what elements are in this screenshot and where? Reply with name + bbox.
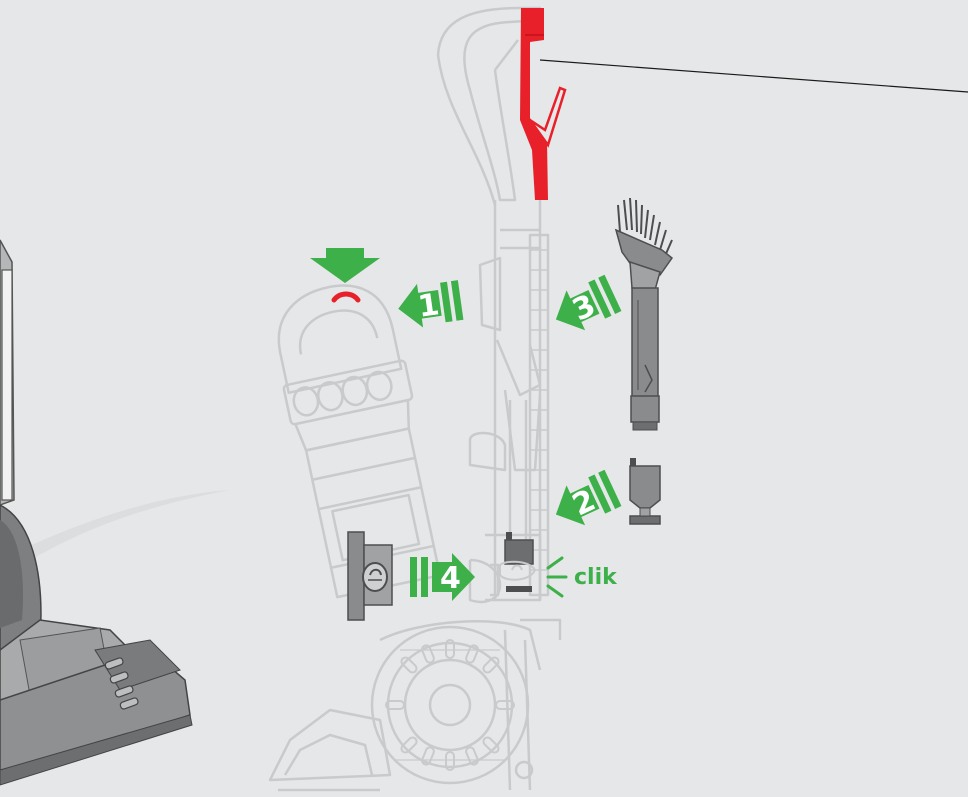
step-3-arrow: 3 [547,273,623,340]
side-vacuum [0,240,192,785]
combination-tool [616,198,672,430]
step-2-arrow: 2 [547,468,623,535]
callout-line [540,60,968,92]
clik-label: clik [574,565,618,590]
cyclone-release-catch [334,294,358,300]
turbine-tool [348,532,392,620]
down-arrow-icon [310,248,380,283]
step-4-number: 4 [440,561,461,596]
click-lines-icon [548,558,566,596]
step-1-arrow: 1 [395,278,464,330]
adaptor-tool [630,458,660,524]
step-4-arrow: 4 [410,553,475,601]
red-wand-handle [520,8,565,200]
